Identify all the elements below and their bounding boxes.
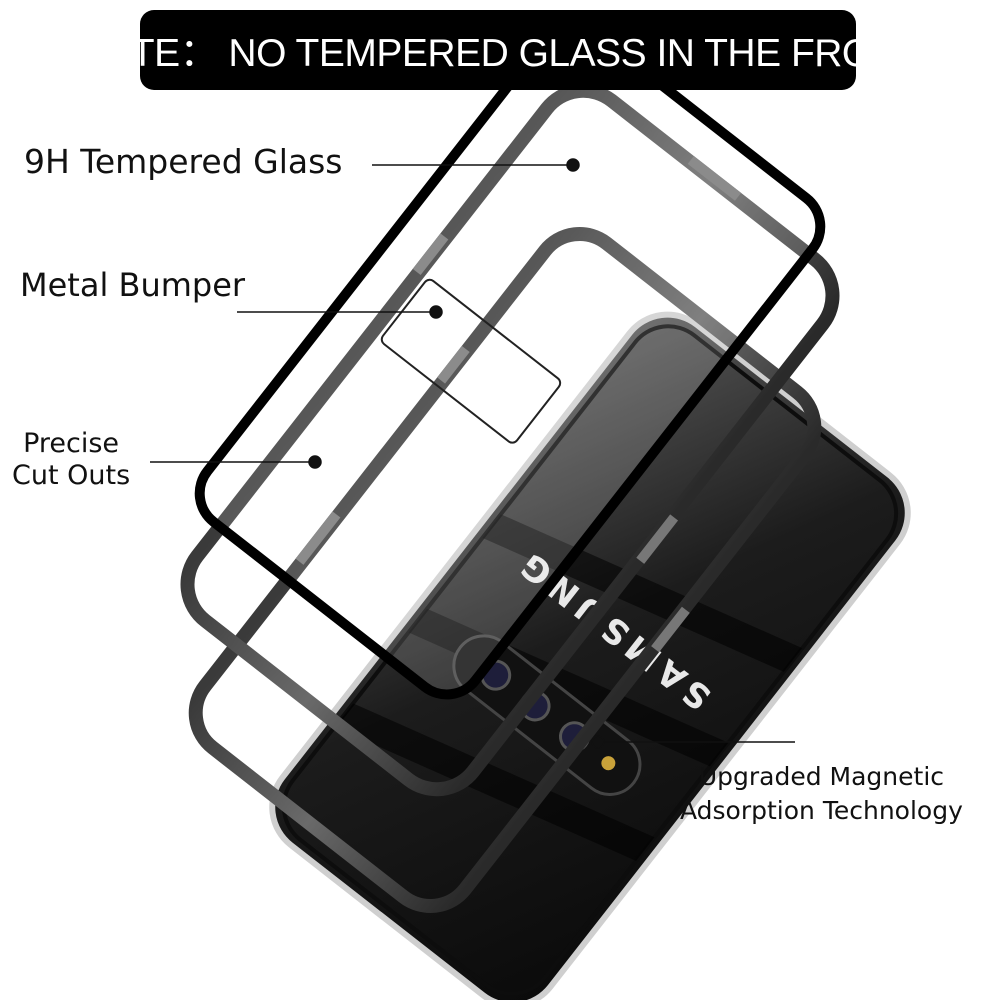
flash-icon <box>601 756 616 771</box>
callout-precise-cutouts-line1: Precise <box>23 428 120 459</box>
callout-tempered-glass: 9H Tempered Glass <box>24 142 343 181</box>
callout-metal-bumper: Metal Bumper <box>20 266 246 304</box>
note-banner: NOTE： NO TEMPERED GLASS IN THE FRONT <box>73 10 923 90</box>
callout-precise-cutouts: Precise Cut Outs <box>12 428 130 492</box>
upper-metal-frame <box>180 83 840 797</box>
leader-lines <box>150 158 795 749</box>
note-banner-text: NOTE： NO TEMPERED GLASS IN THE FRONT <box>73 32 923 75</box>
tempered-glass-frame <box>194 20 826 700</box>
callout-magnetic-line2: Adsorption Technology <box>680 796 963 825</box>
callout-precise-cutouts-line2: Cut Outs <box>12 460 131 491</box>
lower-metal-frame <box>188 227 822 913</box>
callout-magnetic-adsorption: Upgraded Magnetic Adsorption Technology <box>680 760 963 828</box>
callout-magnetic-line1: Upgraded Magnetic <box>698 762 945 791</box>
